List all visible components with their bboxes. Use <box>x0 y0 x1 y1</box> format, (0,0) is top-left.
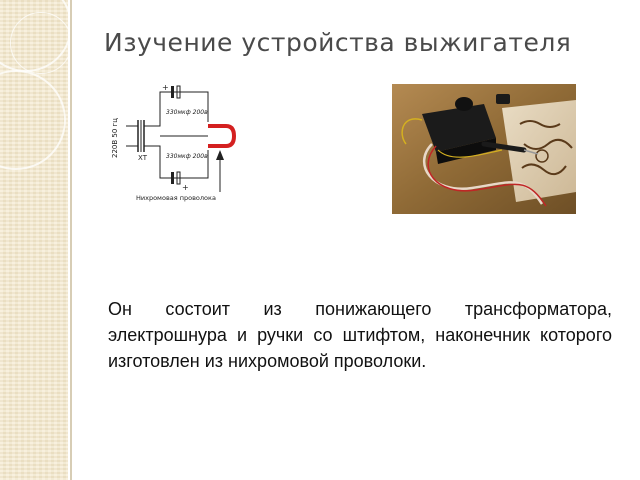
knob <box>455 97 473 111</box>
wire-cord <box>427 145 547 207</box>
decorative-ring <box>0 70 66 170</box>
device-photo <box>392 84 576 214</box>
secondary-wire-bottom <box>144 145 209 179</box>
capacitor-top <box>171 86 174 98</box>
capacitor-bottom <box>171 172 174 184</box>
slide-title: Изучение устройства выжигателя <box>104 28 572 57</box>
plug <box>496 94 510 104</box>
decorative-ring <box>10 12 68 74</box>
supply-label: 220В 50 гц <box>111 118 119 158</box>
wire-label: Нихромовая проволока <box>136 194 216 202</box>
wire-cord <box>437 149 503 158</box>
nichrome-tip <box>208 124 237 148</box>
burned-pattern <box>535 149 549 163</box>
capacitor-bottom <box>176 171 181 185</box>
wire-cord <box>401 118 423 145</box>
circuit-diagram: 220В 50 гц ХТ + 330мкф 200в + 330мкф 200… <box>111 83 237 202</box>
transformer-label: ХТ <box>138 154 148 162</box>
transformer-box <box>422 104 496 152</box>
capacitor-top-label: 330мкф 200в <box>166 109 208 116</box>
capacitor-top <box>176 85 181 99</box>
burned-pattern <box>519 120 573 176</box>
capacitor-bottom-label: 330мкф 200в <box>166 153 208 160</box>
plus-bottom-label: + <box>182 183 189 192</box>
burner-pen <box>481 141 527 153</box>
tip-arrowhead <box>216 150 224 160</box>
secondary-wire-top <box>144 91 209 127</box>
burner-tip <box>523 149 539 155</box>
transformer-box-side <box>436 138 496 164</box>
plus-top-label: + <box>162 83 169 92</box>
body-text: Он состоит из понижающего трансформатора… <box>108 299 612 371</box>
decorative-side-band <box>0 0 68 480</box>
side-divider <box>70 0 72 480</box>
